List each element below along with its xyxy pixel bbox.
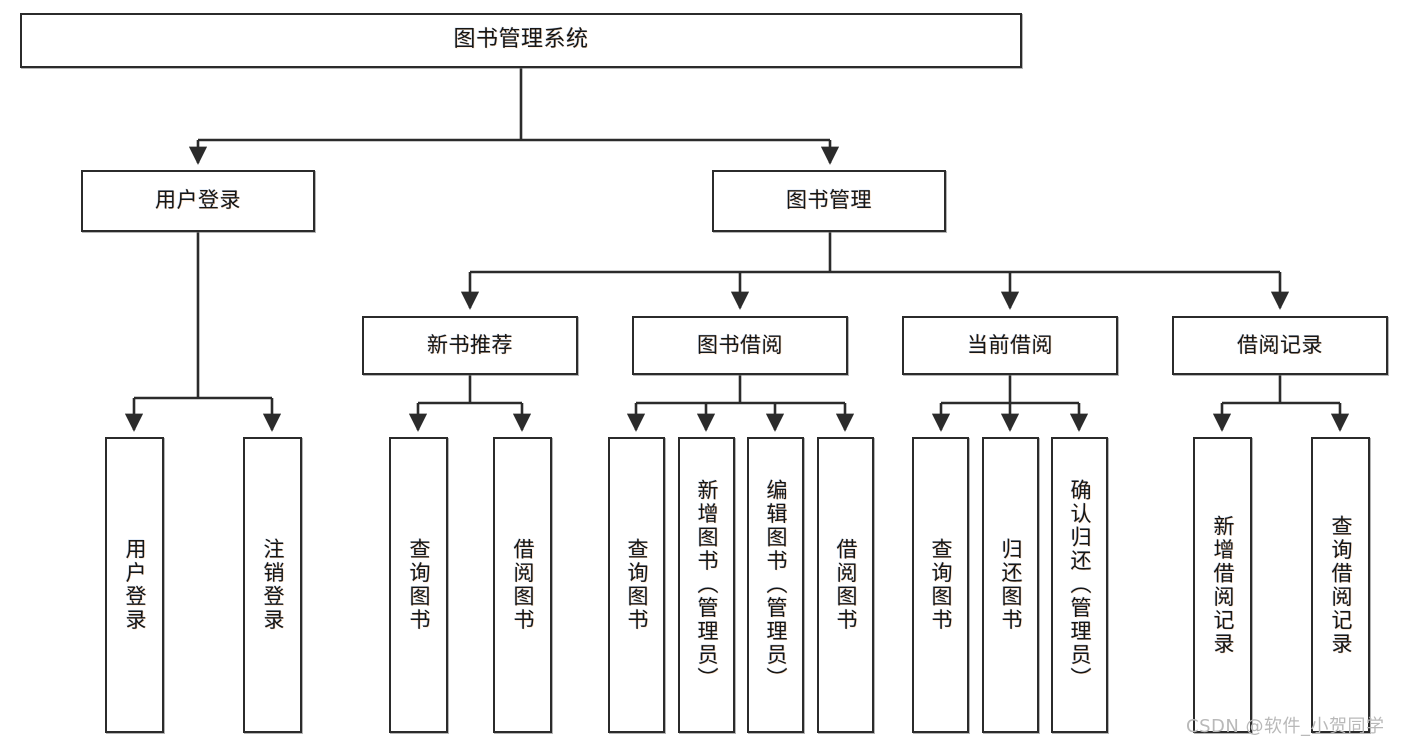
leaf-query-book-current[interactable]: 查询图书 (912, 437, 969, 733)
leaf-query-book-recommend[interactable]: 查询图书 (389, 437, 448, 733)
node-label: 查询图书 (929, 538, 953, 632)
node-label: 借阅记录 (1237, 332, 1323, 357)
leaf-query-book-borrow[interactable]: 查询图书 (608, 437, 665, 733)
leaf-borrow-book[interactable]: 借阅图书 (817, 437, 874, 733)
node-book-management[interactable]: 图书管理 (712, 170, 946, 232)
leaf-add-borrow-record[interactable]: 新增借阅记录 (1193, 437, 1252, 733)
leaf-confirm-return[interactable]: 确认归还（管理员） (1051, 437, 1108, 733)
leaf-user-login[interactable]: 用户登录 (105, 437, 164, 733)
node-label: 借阅图书 (511, 538, 535, 632)
leaf-add-book[interactable]: 新增图书（管理员） (678, 437, 735, 733)
leaf-query-borrow-record[interactable]: 查询借阅记录 (1311, 437, 1370, 733)
node-label: 编辑图书（管理员） (764, 479, 788, 691)
csdn-watermark: CSDN @软件_小贺同学 (1186, 716, 1385, 737)
node-user-login[interactable]: 用户登录 (81, 170, 315, 232)
node-root-system[interactable]: 图书管理系统 (20, 13, 1022, 68)
leaf-return-book[interactable]: 归还图书 (982, 437, 1039, 733)
node-borrow-record[interactable]: 借阅记录 (1172, 316, 1388, 375)
node-label: 查询借阅记录 (1329, 514, 1353, 656)
node-label: 用户登录 (155, 188, 241, 213)
node-label: 新增借阅记录 (1211, 514, 1235, 656)
node-new-book-recommend[interactable]: 新书推荐 (362, 316, 578, 375)
node-current-borrow[interactable]: 当前借阅 (902, 316, 1118, 375)
leaf-edit-book[interactable]: 编辑图书（管理员） (747, 437, 804, 733)
node-label: 归还图书 (999, 538, 1023, 632)
node-label: 确认归还（管理员） (1068, 479, 1092, 691)
leaf-logout-login[interactable]: 注销登录 (243, 437, 302, 733)
node-label: 借阅图书 (834, 538, 858, 632)
node-label: 新书推荐 (427, 332, 513, 357)
node-label: 图书借阅 (697, 332, 783, 357)
node-label: 注销登录 (261, 538, 285, 632)
node-label: 查询图书 (625, 538, 649, 632)
node-label: 图书管理 (786, 188, 872, 213)
node-label: 当前借阅 (967, 332, 1053, 357)
node-label: 用户登录 (123, 538, 147, 632)
node-label: 查询图书 (407, 538, 431, 632)
node-label: 图书管理系统 (453, 27, 589, 53)
leaf-borrow-book-recommend[interactable]: 借阅图书 (493, 437, 552, 733)
node-book-borrow[interactable]: 图书借阅 (632, 316, 848, 375)
node-label: 新增图书（管理员） (695, 479, 719, 691)
